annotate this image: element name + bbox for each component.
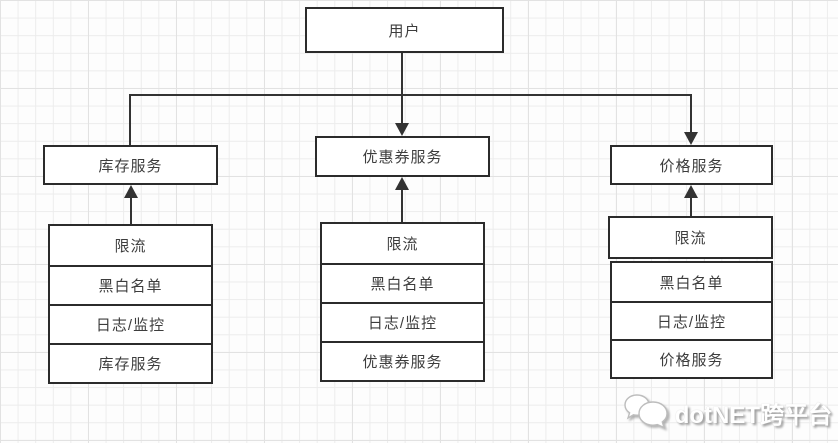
stack-cell-blacklist: 黑白名单	[612, 263, 771, 301]
user-box-label: 用户	[388, 22, 421, 40]
watermark-text: dotNET跨平台	[674, 401, 832, 429]
connector-stack-coupon	[401, 189, 403, 222]
service-box-inventory-label: 库存服务	[98, 157, 163, 175]
arrowhead-into-coupon-service	[395, 123, 409, 136]
stack-price-rate-limit: 限流	[608, 216, 773, 259]
user-box: 用户	[305, 7, 504, 53]
connector-user-down	[401, 53, 403, 127]
stack-cell-rate-limit: 限流	[50, 226, 211, 265]
watermark: dotNET跨平台	[621, 391, 832, 433]
stack-cell-service: 库存服务	[50, 343, 211, 382]
stack-cell-blacklist: 黑白名单	[50, 265, 211, 304]
arrowhead-into-price-service	[684, 132, 698, 145]
stack-cell-logging: 日志/监控	[50, 304, 211, 343]
connector-stack-price	[690, 197, 692, 216]
service-box-coupon-label: 优惠券服务	[362, 149, 443, 166]
connector-stack-inventory	[130, 197, 132, 225]
service-box-price: 价格服务	[610, 145, 773, 185]
arrowhead-up-price	[684, 185, 698, 198]
stack-cell-rate-limit: 限流	[610, 218, 771, 257]
stack-inventory: 限流 黑白名单 日志/监控 库存服务	[48, 224, 213, 384]
service-box-inventory: 库存服务	[43, 145, 218, 185]
arrowhead-up-coupon	[395, 177, 409, 190]
stack-cell-service: 价格服务	[612, 339, 771, 377]
connector-branch-right	[690, 94, 692, 134]
stack-coupon: 限流 黑白名单 日志/监控 优惠券服务	[320, 222, 485, 382]
stack-cell-rate-limit: 限流	[322, 224, 483, 263]
stack-price: 黑白名单 日志/监控 价格服务	[610, 261, 773, 379]
service-box-coupon: 优惠券服务	[315, 136, 490, 177]
stack-cell-blacklist: 黑白名单	[322, 263, 483, 302]
chat-bubbles-icon	[623, 394, 668, 429]
stack-cell-logging: 日志/监控	[322, 302, 483, 341]
connector-branch-horizontal	[129, 94, 692, 96]
service-box-price-label: 价格服务	[659, 157, 724, 175]
stack-cell-logging: 日志/监控	[612, 301, 771, 339]
stack-cell-service: 优惠券服务	[322, 341, 483, 380]
arrowhead-up-inventory	[124, 185, 138, 198]
connector-branch-left	[129, 94, 131, 146]
